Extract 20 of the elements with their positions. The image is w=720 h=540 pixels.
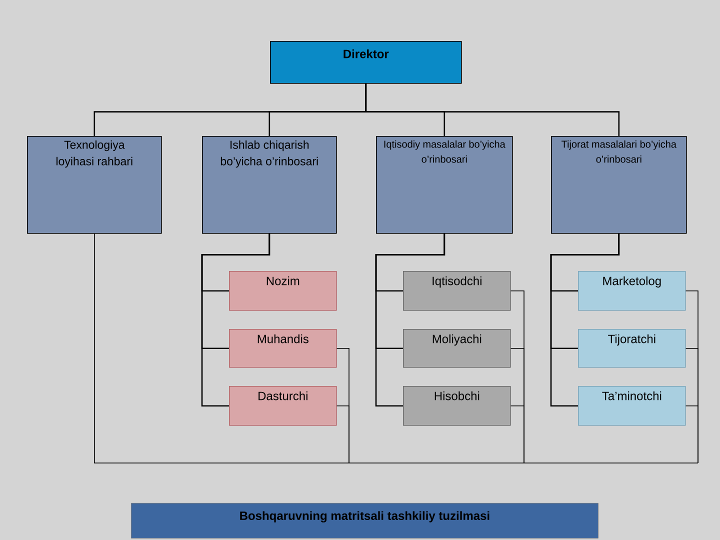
staff-box: Muhandis [229,329,337,368]
staff-box: Nozim [229,271,337,311]
staff-box: Hisobchi [403,386,511,426]
staff-box: Marketolog [578,271,686,311]
connector [550,234,620,407]
staff-box: Ta’minotchi [578,386,686,426]
director-box: Direktor [270,41,462,84]
caption-banner: Boshqaruvning matritsali tashkiliy tuzilmasi [131,503,598,538]
staff-box: Iqtisodchi [403,271,511,311]
deputy-box: Ishlab chiqarish bo’yicha o’rinbosari [202,136,337,234]
deputy-box: Texnologiya loyihasi rahbari [27,136,162,234]
connector [201,234,270,407]
staff-box: Tijoratchi [578,329,686,368]
connector [365,84,620,136]
connector [375,234,446,407]
deputy-box: Tijorat masalalari bo’yicha o’rinbosari [551,136,687,234]
staff-box: Dasturchi [229,386,337,426]
staff-box: Moliyachi [403,329,511,368]
connector [94,233,698,464]
deputy-box: Iqtisodiy masalalar bo’yicha o’rinbosari [376,136,513,234]
